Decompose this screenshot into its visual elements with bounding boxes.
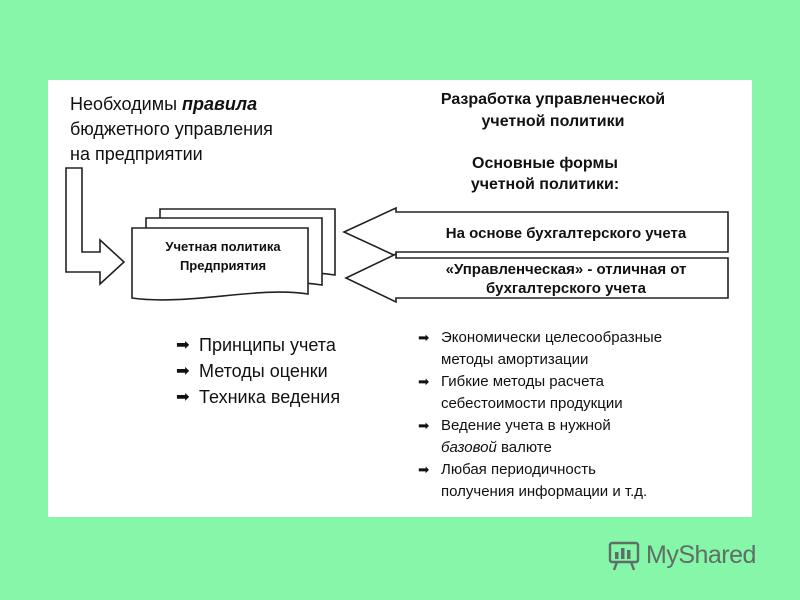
right-arrow-icon: ➡ — [418, 418, 430, 433]
forms-line2: учетной политики: — [470, 176, 620, 193]
document-front — [131, 227, 309, 301]
right-arrow-icon: ➡ — [418, 374, 430, 389]
diagram-shapes — [65, 167, 729, 304]
dev-line2: учетной политики — [481, 113, 625, 130]
doc-line1: Учетная политика — [165, 239, 281, 254]
features-list: ➡ Экономически целесообразные методы амо… — [418, 327, 662, 503]
arrow-management-based — [344, 252, 729, 304]
slide-canvas: Необходимы правила бюджетного управления… — [48, 80, 752, 517]
arrow1-label: На основе бухгалтерского учета — [445, 225, 687, 242]
need-line3: на предприятии — [70, 144, 203, 164]
right-arrow-icon: ➡ — [418, 330, 430, 345]
right-arrow-icon: ➡ — [176, 336, 190, 354]
forms-heading: Основные формы учетной политики: — [430, 153, 660, 195]
list-item: ➡Техника ведения — [176, 384, 340, 410]
flow-arrow-left — [65, 167, 126, 286]
need-line1-plain: Необходимы — [70, 94, 183, 114]
need-line1-emph: правила — [182, 94, 258, 114]
list-item: ➡Методы оценки — [176, 358, 340, 384]
right-arrow-icon: ➡ — [418, 462, 430, 477]
arrow2-line1: «Управленческая» - отличная от — [445, 261, 687, 278]
logo-text: MyShared — [646, 540, 756, 569]
list-item: ➡ Экономически целесообразные методы амо… — [418, 329, 663, 368]
presentation-board-icon — [608, 541, 640, 571]
forms-line1: Основные формы — [472, 155, 618, 172]
list-item: ➡ Любая периодичность получения информац… — [418, 461, 648, 500]
principles-list: ➡Принципы учета ➡Методы оценки ➡Техника … — [176, 332, 340, 410]
document-title: Учетная политика Предприятия — [136, 237, 310, 275]
right-arrow-icon: ➡ — [176, 388, 190, 406]
list-item: ➡Принципы учета — [176, 332, 340, 358]
right-arrow-icon: ➡ — [176, 362, 190, 380]
development-heading: Разработка управленческой учетной полити… — [420, 89, 686, 133]
list-item: ➡ Ведение учета в нужной базовой валюте — [418, 417, 611, 456]
arrow2-label: «Управленческая» - отличная от бухгалтер… — [398, 260, 734, 298]
need-line2: бюджетного управления — [70, 119, 273, 139]
arrow2-line2: бухгалтерского учета — [486, 280, 646, 297]
budget-rules-heading: Необходимы правила бюджетного управления… — [70, 92, 273, 167]
doc-line2: Предприятия — [179, 258, 267, 273]
list-item: ➡ Гибкие методы расчета себестоимости пр… — [418, 373, 623, 412]
myshared-logo[interactable]: MyShared — [607, 538, 756, 572]
dev-line1: Разработка управленческой — [440, 91, 666, 108]
